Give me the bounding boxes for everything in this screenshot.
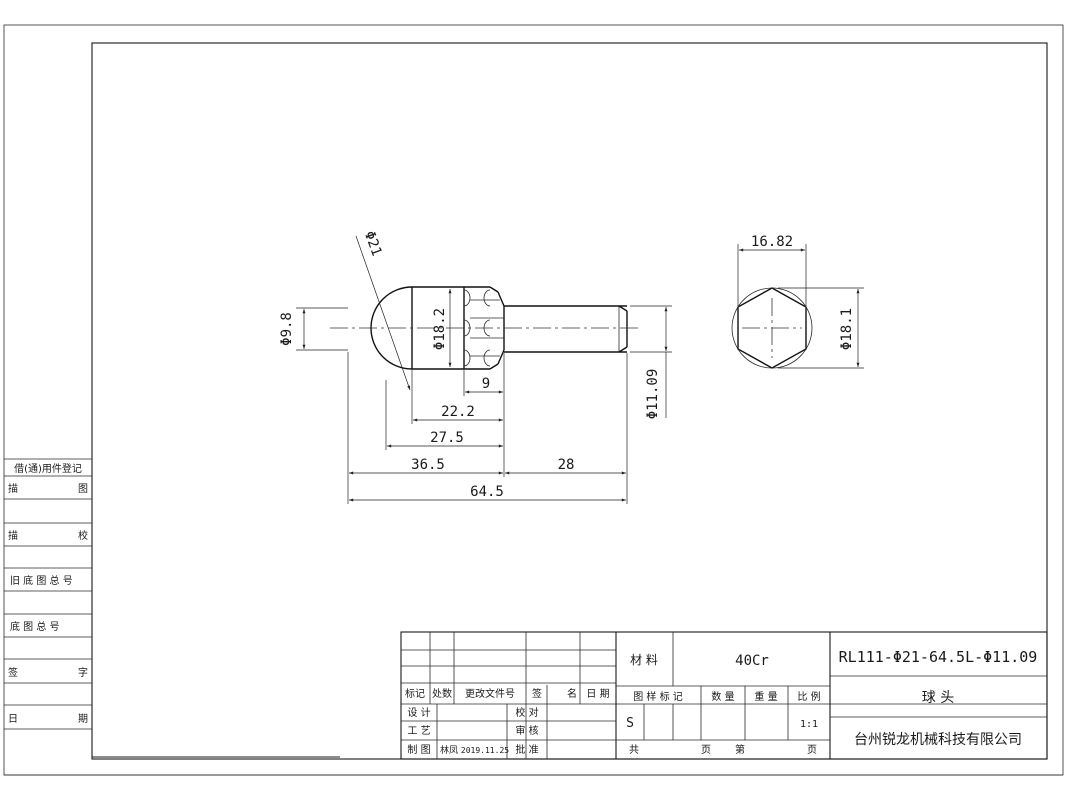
scale-value: 1:1 (800, 719, 818, 730)
scale-header: 比 例 (797, 690, 820, 703)
company-name: 台州锐龙机械科技有限公司 (854, 732, 1022, 748)
side-view-dimensions: Φ9.8 Φ18.2 Φ21 Φ11.09 9 22.2 27.5 36.5 2… (279, 229, 672, 504)
register-row-2-left: 描 (8, 529, 18, 542)
part-name: 球 头 (922, 690, 954, 706)
dim-hex-across-flats: 16.82 (751, 234, 793, 250)
register-row-1-left: 描 (8, 482, 18, 495)
role-review: 审 核 (515, 724, 538, 737)
role-design: 设 计 (407, 706, 430, 719)
page-label: 页 (701, 744, 711, 756)
qty-header: 数 量 (711, 690, 734, 703)
rev-header-name: 名 (567, 687, 577, 700)
dim-hex-width: 9 (482, 376, 490, 392)
rev-header-doc: 更改文件号 (465, 687, 515, 700)
drafter-name: 林凤 (440, 744, 458, 756)
register-row-5-right: 字 (78, 666, 88, 679)
part-side-view (330, 235, 642, 391)
rev-header-sign: 签 (532, 687, 542, 700)
dim-total-length: 64.5 (470, 484, 504, 500)
dim-neck-dia: Φ9.8 (279, 312, 295, 346)
stage-header: 图 样 标 记 (633, 690, 683, 703)
material-value: 40Cr (735, 653, 769, 669)
register-row-3: 旧 底 图 总 号 (10, 574, 73, 587)
register-row-6-right: 期 (78, 713, 88, 725)
register-row-1-right: 图 (78, 483, 88, 495)
role-drafting: 制 图 (407, 743, 430, 756)
material-label: 材 料 (630, 653, 658, 667)
dim-sphere-dia: Φ21 (361, 229, 385, 258)
rev-header-mark: 标记 (405, 688, 425, 700)
part-end-view: 16.82 Φ18.1 (731, 234, 864, 369)
weight-header: 重 量 (754, 690, 777, 703)
dim-22-2: 22.2 (441, 404, 475, 420)
stage-value: S (626, 716, 634, 731)
dim-28: 28 (558, 457, 575, 473)
total-label: 共 (629, 744, 639, 756)
draft-date: 2019.11.25 (461, 746, 509, 755)
sheet-page-label: 页 (807, 744, 817, 756)
register-row-6-left: 日 (8, 714, 18, 725)
rev-header-date: 日 期 (586, 688, 609, 700)
dim-36-5: 36.5 (411, 457, 445, 473)
dim-hex-circle-dia: Φ18.1 (839, 308, 855, 350)
side-register: 借(通)用件登记 描 图 描 校 旧 底 图 总 号 底 图 总 号 签 字 日… (4, 458, 92, 730)
register-row-5-left: 签 (8, 666, 18, 679)
role-process: 工 艺 (407, 725, 430, 737)
sheet-label: 第 (735, 743, 745, 756)
rev-header-count: 处数 (432, 687, 452, 700)
register-title: 借(通)用件登记 (14, 462, 82, 475)
register-row-2-right: 校 (78, 529, 88, 542)
role-check: 校 对 (515, 706, 538, 719)
role-approve: 批 准 (515, 743, 538, 756)
dim-shank-dia: Φ11.09 (645, 369, 661, 420)
title-block: 标记 处数 更改文件号 签 名 日 期 设 计 工 艺 制 图 校 对 审 核 … (400, 631, 1048, 760)
part-number: RL111-Φ21-64.5L-Φ11.09 (839, 648, 1038, 666)
register-row-4: 底 图 总 号 (10, 620, 60, 633)
dim-27-5: 27.5 (430, 430, 464, 446)
dim-hex-head-dia: Φ18.2 (432, 308, 448, 350)
